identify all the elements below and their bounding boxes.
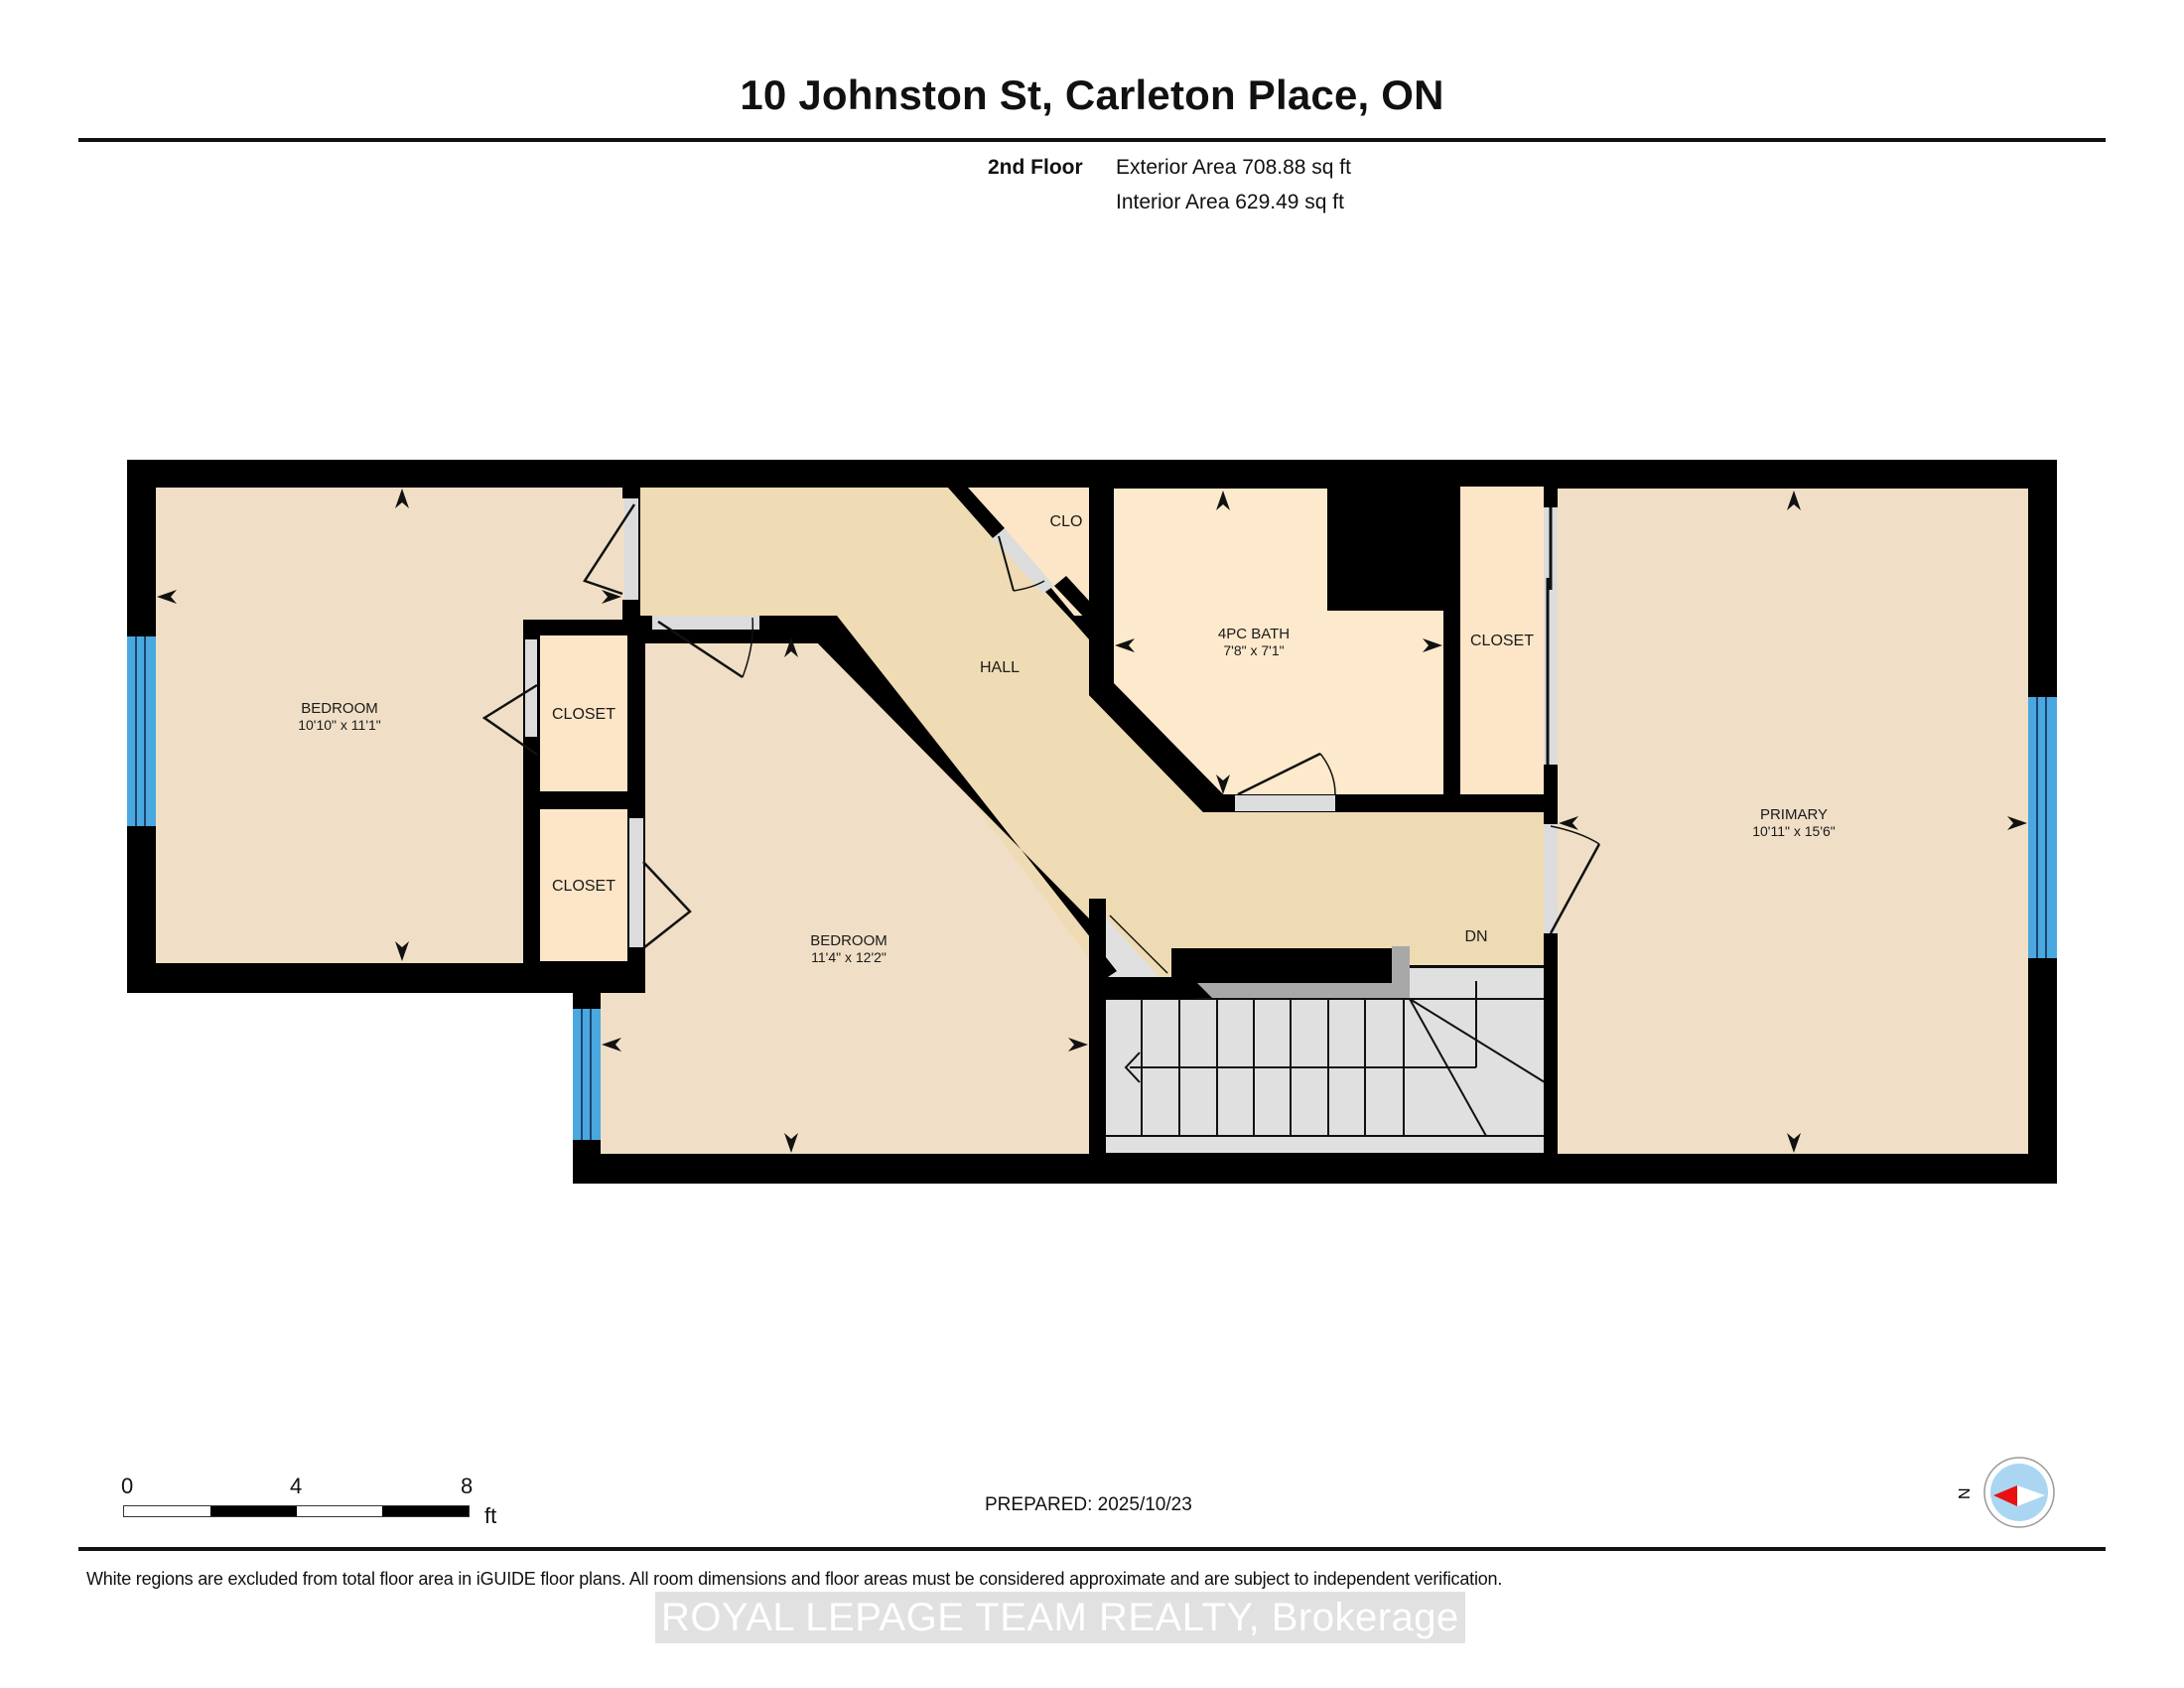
label-bedroom-1: BEDROOM (301, 700, 378, 717)
label-hall: HALL (980, 659, 1020, 676)
dims-bedroom-1: 10'10" x 11'1" (298, 717, 381, 733)
interior-area: Interior Area 629.49 sq ft (1116, 191, 1344, 213)
scale-tick-0: 0 (121, 1474, 134, 1498)
floor-name: 2nd Floor (988, 156, 1083, 179)
disclaimer: White regions are excluded from total fl… (86, 1569, 1503, 1589)
label-clo: CLO (1050, 513, 1083, 530)
room-closet-3 (1460, 487, 1544, 794)
label-closet-2: CLOSET (552, 878, 615, 895)
compass-icon: N (1957, 1457, 2055, 1528)
label-closet-1: CLOSET (552, 706, 615, 723)
dims-bedroom-2: 11'4" x 12'2" (811, 949, 887, 965)
scale-tick-8: 8 (461, 1474, 474, 1498)
page-title: 10 Johnston St, Carleton Place, ON (740, 71, 1444, 118)
header-divider (78, 138, 2106, 142)
exterior-area: Exterior Area 708.88 sq ft (1116, 156, 1351, 179)
brokerage-watermark: ROYAL LEPAGE TEAM REALTY, Brokerage (655, 1592, 1465, 1643)
window-left-bedroom (127, 636, 156, 826)
label-closet-3: CLOSET (1470, 633, 1534, 649)
dims-bath: 7'8" x 7'1" (1223, 642, 1284, 658)
label-stairs-down: DN (1464, 928, 1487, 945)
interior-walls (523, 485, 1558, 1154)
dimension-arrows (157, 489, 2027, 1153)
room-primary (1558, 489, 2028, 1154)
doors (481, 498, 1601, 949)
label-bedroom-2: BEDROOM (810, 932, 887, 949)
room-closet-1 (540, 635, 627, 791)
room-bedroom-1 (156, 488, 630, 963)
room-bath (1114, 489, 1443, 794)
compass-north-label: N (1957, 1487, 1974, 1499)
room-closet-2 (540, 809, 627, 961)
room-hall (640, 488, 1544, 985)
window-bedroom-2 (573, 1009, 601, 1140)
window-primary (2028, 697, 2057, 958)
scale-tick-4: 4 (290, 1474, 303, 1498)
label-primary: PRIMARY (1760, 806, 1828, 823)
scale-unit: ft (484, 1503, 497, 1528)
windows (127, 636, 2057, 1140)
scale-bar: 0 4 8 ft (121, 1474, 520, 1543)
prepared-date: PREPARED: 2025/10/23 (985, 1494, 1192, 1515)
dims-primary: 10'11" x 15'6" (1752, 823, 1836, 839)
label-bath: 4PC BATH (1218, 626, 1290, 642)
footer-divider (78, 1547, 2106, 1551)
